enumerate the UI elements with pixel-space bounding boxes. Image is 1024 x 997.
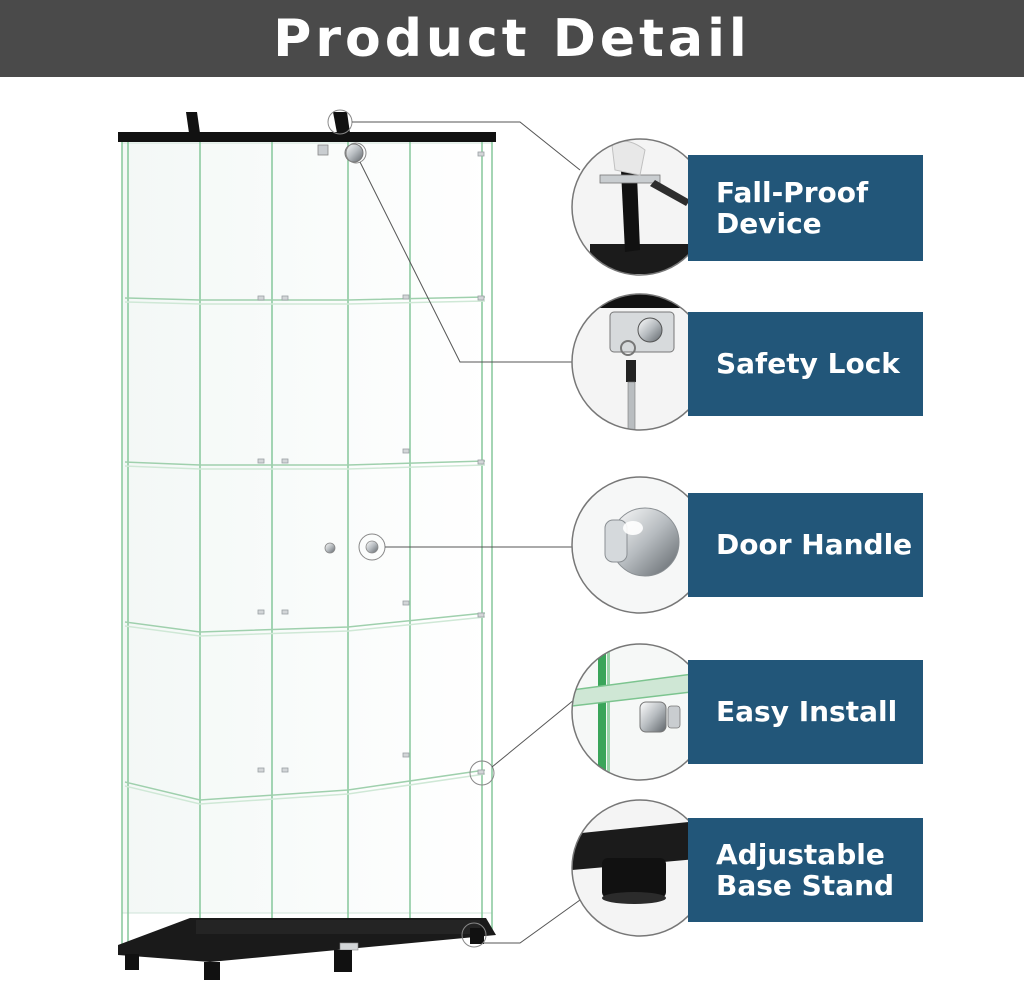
foot	[470, 928, 484, 944]
header-banner: Product Detail	[0, 0, 1024, 77]
top-strap-left	[186, 112, 200, 133]
foot	[125, 954, 139, 970]
feature-label-fall-proof: Fall-Proof Device	[688, 155, 923, 261]
detail-circle-easy-install	[571, 643, 709, 781]
feature-label-door-handle: Door Handle	[688, 493, 923, 597]
door-knob-right	[365, 540, 379, 554]
feature-label-text: Safety Lock	[716, 347, 900, 381]
lock-key-icon	[572, 294, 708, 430]
foot	[204, 962, 220, 980]
feature-label-text: Adjustable Base Stand	[716, 837, 895, 902]
feature-label-text: Easy Install	[716, 695, 898, 729]
feature-label-easy-install: Easy Install	[688, 660, 923, 764]
page-title: Product Detail	[273, 8, 751, 69]
callout-lines	[352, 121, 581, 944]
detail-circle-door-handle	[571, 476, 709, 614]
top-strap-right	[333, 112, 350, 133]
feature-label-text: Door Handle	[716, 528, 913, 562]
fall-proof-strap-icon	[572, 139, 708, 275]
detail-circle-fall-proof	[571, 138, 709, 276]
door-knob-left	[324, 542, 336, 554]
glass-clip-icon	[572, 644, 708, 780]
glass-cabinet	[118, 112, 496, 980]
cabinet-lock	[344, 143, 364, 163]
foot	[334, 950, 352, 972]
feature-label-text: Fall-Proof Device	[716, 175, 869, 240]
feature-label-adjustable-base: Adjustable Base Stand	[688, 818, 923, 922]
detail-circle-safety-lock	[571, 293, 709, 431]
knob-icon	[572, 477, 708, 613]
shelves	[124, 296, 486, 805]
feature-label-safety-lock: Safety Lock	[688, 312, 923, 416]
foot-pad-icon	[572, 800, 708, 936]
detail-circle-adjustable-base	[571, 799, 709, 937]
top-panel	[118, 132, 496, 142]
